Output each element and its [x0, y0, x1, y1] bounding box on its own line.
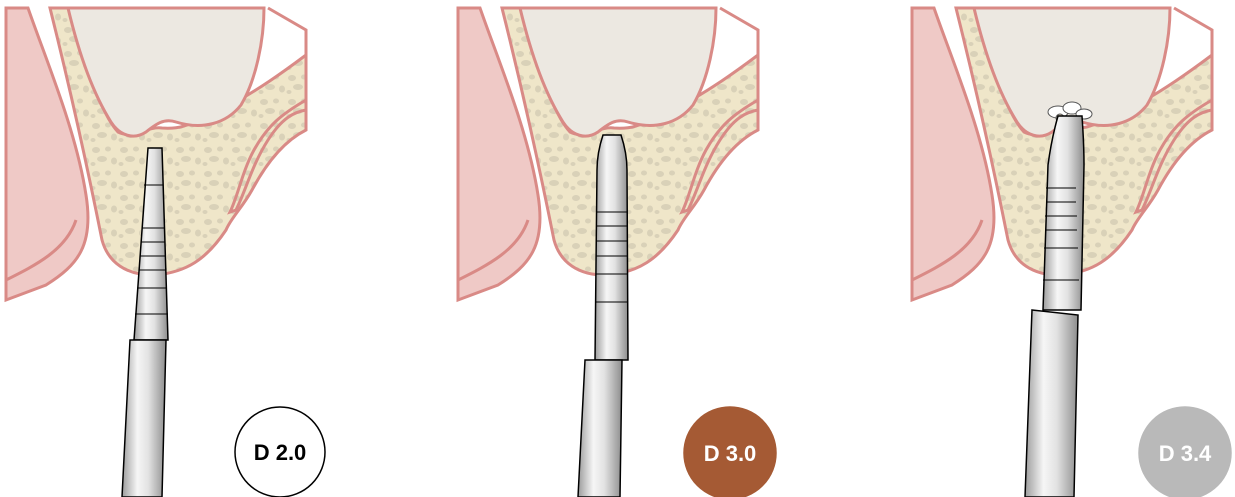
badge-label-1: D 2.0 [254, 440, 307, 465]
diameter-badge-3: D 3.4 [1139, 407, 1231, 497]
diameter-badge-2: D 3.0 [684, 407, 776, 497]
panel-3: D 3.4 [912, 8, 1231, 497]
badge-label-2: D 3.0 [704, 441, 757, 466]
panel-1: D 2.0 [6, 8, 325, 497]
diameter-badge-1: D 2.0 [235, 407, 325, 497]
panel-2: D 3.0 [458, 8, 776, 497]
badge-label-3: D 3.4 [1159, 441, 1212, 466]
